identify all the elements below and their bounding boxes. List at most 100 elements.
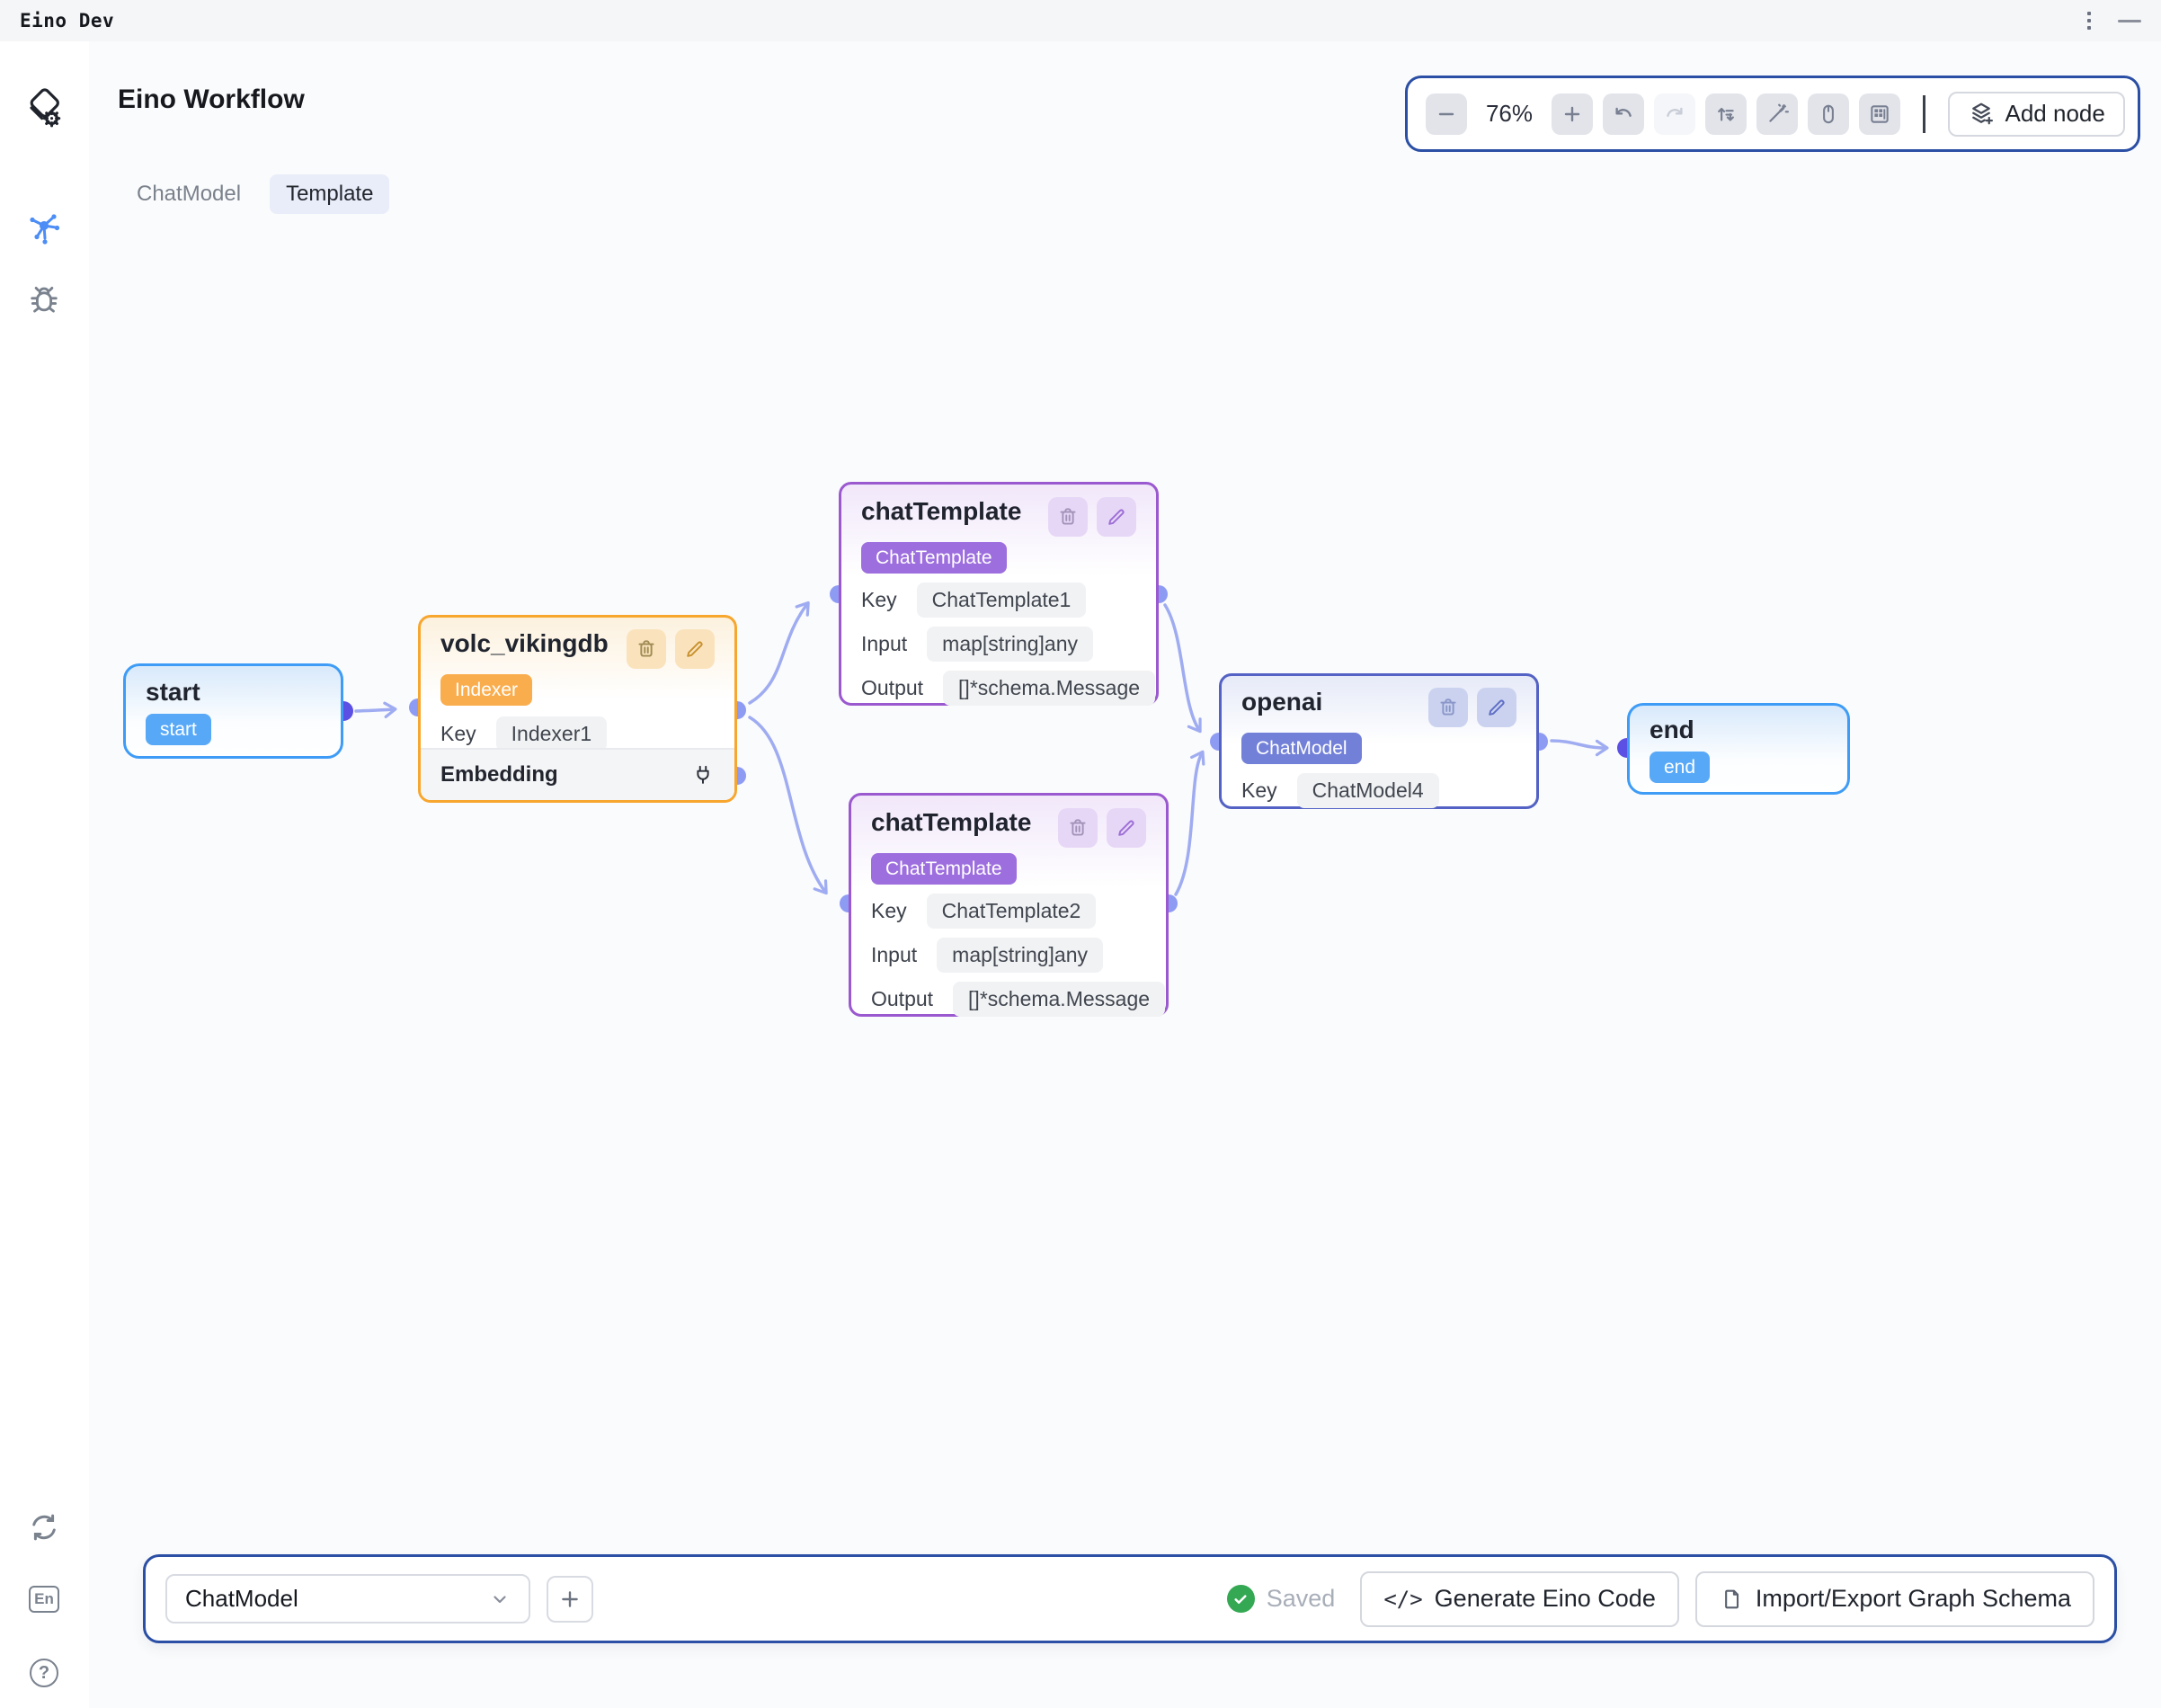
key-label: Key xyxy=(871,899,907,923)
code-icon: </> xyxy=(1383,1586,1423,1612)
add-graph-button[interactable] xyxy=(547,1575,593,1623)
delete-node-button[interactable] xyxy=(1048,497,1088,537)
node-title: chatTemplate xyxy=(871,808,1032,836)
node-title: openai xyxy=(1241,688,1323,716)
node-type-badge: end xyxy=(1650,752,1711,784)
node-type-select-value: ChatModel xyxy=(185,1585,298,1612)
trash-icon xyxy=(1060,508,1076,525)
trash-icon xyxy=(1070,819,1086,836)
node-type-badge: start xyxy=(146,714,211,746)
edge-volc-chattemplate2[interactable] xyxy=(748,716,828,895)
edge-start-volc[interactable] xyxy=(354,701,397,718)
help-label: ? xyxy=(30,1659,58,1687)
key-value: ChatTemplate2 xyxy=(926,894,1097,930)
file-icon xyxy=(1724,1589,1739,1608)
node-volc-vikingdb[interactable]: volc_vikingdb Indexer Key In xyxy=(418,615,737,803)
input-value: map[string]any xyxy=(927,627,1094,663)
zoom-level: 76% xyxy=(1485,100,1534,127)
embedding-section[interactable]: Embedding xyxy=(421,748,734,800)
plug-icon xyxy=(697,765,709,784)
pencil-icon xyxy=(1118,820,1134,836)
sidebar: En ? xyxy=(0,41,89,1708)
workflow-graph-icon[interactable] xyxy=(25,209,63,246)
edge-chattemplate2-openai[interactable] xyxy=(1174,750,1205,896)
window-minimize-icon[interactable] xyxy=(2118,19,2141,22)
edge-openai-end[interactable] xyxy=(1550,739,1609,757)
save-status-label: Saved xyxy=(1266,1585,1336,1612)
edge-chattemplate1-openai[interactable] xyxy=(1163,603,1202,734)
window-menu-icon[interactable] xyxy=(2087,12,2091,30)
node-type-select[interactable]: ChatModel xyxy=(165,1574,530,1623)
help-icon[interactable]: ? xyxy=(25,1654,63,1692)
edit-node-button[interactable] xyxy=(1097,497,1136,537)
plus-icon xyxy=(562,1590,578,1607)
edit-node-button[interactable] xyxy=(1107,808,1146,848)
delete-node-button[interactable] xyxy=(627,629,666,669)
page-title: Eino Workflow xyxy=(118,85,305,114)
redo-button[interactable] xyxy=(1654,93,1695,135)
node-title: end xyxy=(1650,716,1694,743)
embedding-label: Embedding xyxy=(440,762,558,787)
eino-logo-icon xyxy=(25,81,63,135)
output-label: Output xyxy=(871,987,934,1011)
add-node-label: Add node xyxy=(2005,100,2105,127)
node-openai[interactable]: openai ChatModel Key ChatModel4 xyxy=(1219,673,1539,809)
node-title: start xyxy=(146,678,200,706)
edge-volc-chattemplate1[interactable] xyxy=(748,600,810,705)
toolbar-divider xyxy=(1923,94,1925,133)
magic-wand-button[interactable] xyxy=(1756,93,1798,135)
key-value: Indexer1 xyxy=(495,716,608,752)
node-start[interactable]: start start xyxy=(123,663,343,759)
pencil-icon xyxy=(1108,509,1125,525)
key-label: Key xyxy=(440,722,476,746)
node-type-badge: Indexer xyxy=(440,674,533,707)
canvas-toolbar: 76% xyxy=(1405,76,2140,152)
bottom-toolbar: ChatModel Saved </> Generate Eino Code I… xyxy=(143,1554,2117,1643)
generate-code-label: Generate Eino Code xyxy=(1434,1585,1656,1612)
node-chattemplate-2[interactable]: chatTemplate ChatTemplate Key ChatTempla… xyxy=(849,793,1169,1018)
node-chattemplate-1[interactable]: chatTemplate ChatTemplate Key ChatTempla… xyxy=(839,482,1159,707)
node-title: chatTemplate xyxy=(861,497,1022,525)
tab-chatmodel[interactable]: ChatModel xyxy=(137,182,242,206)
save-status: Saved xyxy=(1226,1585,1336,1613)
node-type-badge: ChatTemplate xyxy=(871,853,1017,885)
trash-icon xyxy=(1440,698,1456,716)
node-end[interactable]: end end xyxy=(1627,703,1850,795)
language-label: En xyxy=(29,1586,59,1613)
import-export-label: Import/Export Graph Schema xyxy=(1755,1585,2071,1612)
saved-check-icon xyxy=(1226,1585,1255,1613)
window-title: Eino Dev xyxy=(20,10,115,31)
zoom-out-button[interactable] xyxy=(1426,93,1467,135)
key-value: ChatTemplate1 xyxy=(916,583,1087,618)
key-label: Key xyxy=(861,588,897,612)
window-titlebar: Eino Dev xyxy=(0,0,2161,41)
delete-node-button[interactable] xyxy=(1058,808,1098,848)
undo-button[interactable] xyxy=(1603,93,1644,135)
layers-plus-icon xyxy=(1971,102,1993,124)
delete-node-button[interactable] xyxy=(1428,688,1468,727)
language-toggle-icon[interactable]: En xyxy=(25,1580,63,1618)
output-value: []*schema.Message xyxy=(943,671,1156,707)
auto-layout-button[interactable] xyxy=(1705,93,1747,135)
chevron-down-icon xyxy=(489,1588,511,1610)
input-label: Input xyxy=(861,632,908,656)
tab-template[interactable]: Template xyxy=(270,174,390,214)
import-export-button[interactable]: Import/Export Graph Schema xyxy=(1694,1570,2094,1627)
generate-code-button[interactable]: </> Generate Eino Code xyxy=(1360,1570,1679,1627)
minimap-button[interactable] xyxy=(1859,93,1900,135)
debug-bug-icon[interactable] xyxy=(25,282,63,320)
edit-node-button[interactable] xyxy=(675,629,715,669)
add-node-button[interactable]: Add node xyxy=(1947,91,2125,137)
mouse-settings-button[interactable] xyxy=(1808,93,1849,135)
output-value: []*schema.Message xyxy=(953,982,1166,1018)
node-type-badge: ChatModel xyxy=(1241,733,1362,765)
refresh-icon[interactable] xyxy=(25,1508,63,1546)
graph-tabs: ChatModel Template xyxy=(120,174,390,214)
node-title: volc_vikingdb xyxy=(440,629,609,657)
zoom-in-button[interactable] xyxy=(1552,93,1593,135)
node-type-badge: ChatTemplate xyxy=(861,542,1007,574)
pencil-icon xyxy=(1489,699,1505,716)
edit-node-button[interactable] xyxy=(1477,688,1516,727)
trash-icon xyxy=(638,640,654,657)
input-label: Input xyxy=(871,943,918,967)
